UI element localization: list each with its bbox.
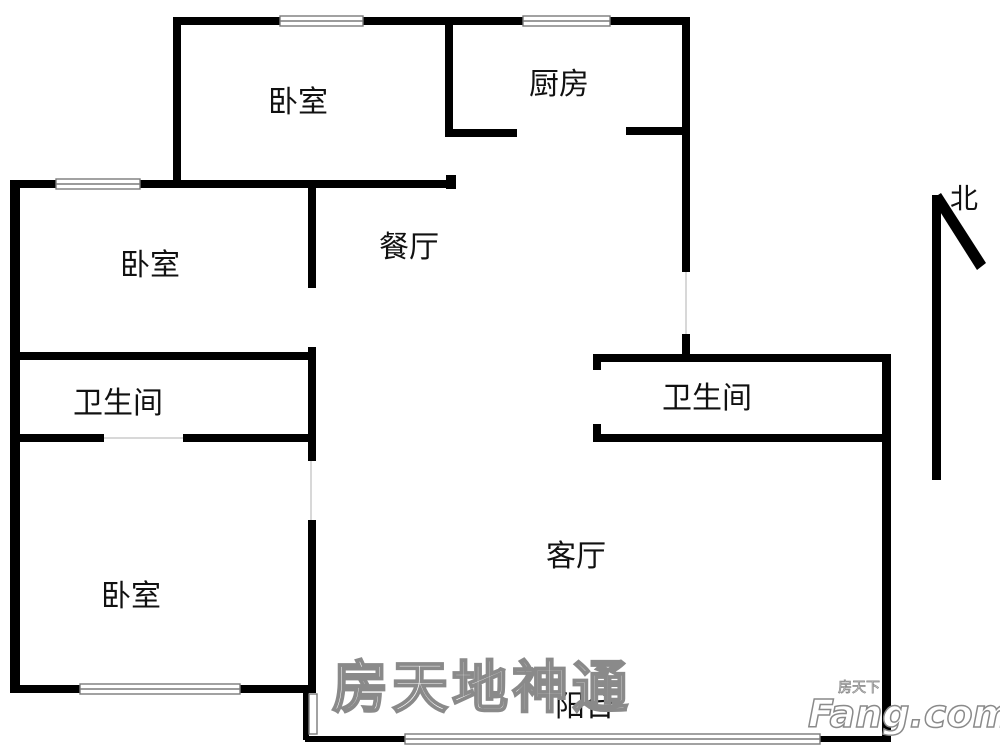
walls	[10, 17, 891, 742]
wall-segment	[173, 17, 280, 25]
window	[55, 178, 141, 190]
wall-segment	[626, 127, 688, 135]
watermark: 房天地神通 房天下 Fang.com	[331, 654, 1000, 737]
watermark-logo: Fang.com	[808, 692, 1000, 736]
wall-segment	[10, 434, 104, 442]
room-label-bedroom-left: 卧室	[120, 248, 180, 283]
wall-segment	[363, 17, 523, 25]
room-label-kitchen: 厨房	[529, 67, 589, 102]
window	[279, 15, 364, 27]
wall-segment	[445, 129, 517, 137]
room-label-bathroom-left: 卫生间	[73, 386, 163, 421]
wall-segment	[303, 690, 309, 740]
wall-segment	[593, 354, 601, 370]
wall-segment	[593, 434, 891, 442]
wall-segment	[240, 685, 316, 693]
watermark-brand: 房天地神通	[332, 655, 632, 721]
north-label: 北	[950, 182, 978, 215]
watermark-logo-small: 房天下	[838, 680, 880, 696]
room-label-living: 客厅	[546, 539, 606, 574]
wall-segment	[593, 424, 601, 442]
wall-segment	[10, 180, 56, 188]
north-arrow-icon: 北	[932, 182, 986, 480]
window	[522, 15, 611, 27]
room-label-dining: 餐厅	[379, 230, 439, 265]
window	[308, 693, 318, 735]
wall-segment	[682, 334, 690, 356]
room-label-bedroom-top: 卧室	[268, 85, 328, 120]
wall-segment	[10, 352, 316, 360]
wall-segment	[308, 347, 316, 461]
wall-segment	[445, 17, 453, 137]
room-label-bedroom-bottom: 卧室	[101, 579, 161, 614]
wall-segment	[593, 354, 891, 362]
wall-segment	[820, 736, 891, 742]
wall-segment	[682, 17, 690, 272]
wall-segment	[140, 180, 454, 188]
window	[79, 683, 241, 695]
wall-segment	[173, 17, 181, 183]
wall-segment	[610, 17, 690, 25]
wall-segment	[305, 736, 405, 742]
wall-segment	[308, 180, 316, 288]
room-label-bathroom-right: 卫生间	[662, 381, 752, 416]
wall-segment	[882, 354, 891, 742]
windows	[55, 15, 821, 745]
room-labels: 卧室 厨房 卧室 餐厅 卫生间 卫生间 客厅 卧室 阳台	[73, 67, 752, 724]
room-label-balcony: 阳台	[555, 689, 615, 724]
wall-segment	[183, 434, 316, 442]
wall-segment	[446, 175, 456, 189]
wall-segment	[10, 685, 80, 693]
window	[404, 733, 821, 745]
wall-segment	[308, 520, 316, 693]
